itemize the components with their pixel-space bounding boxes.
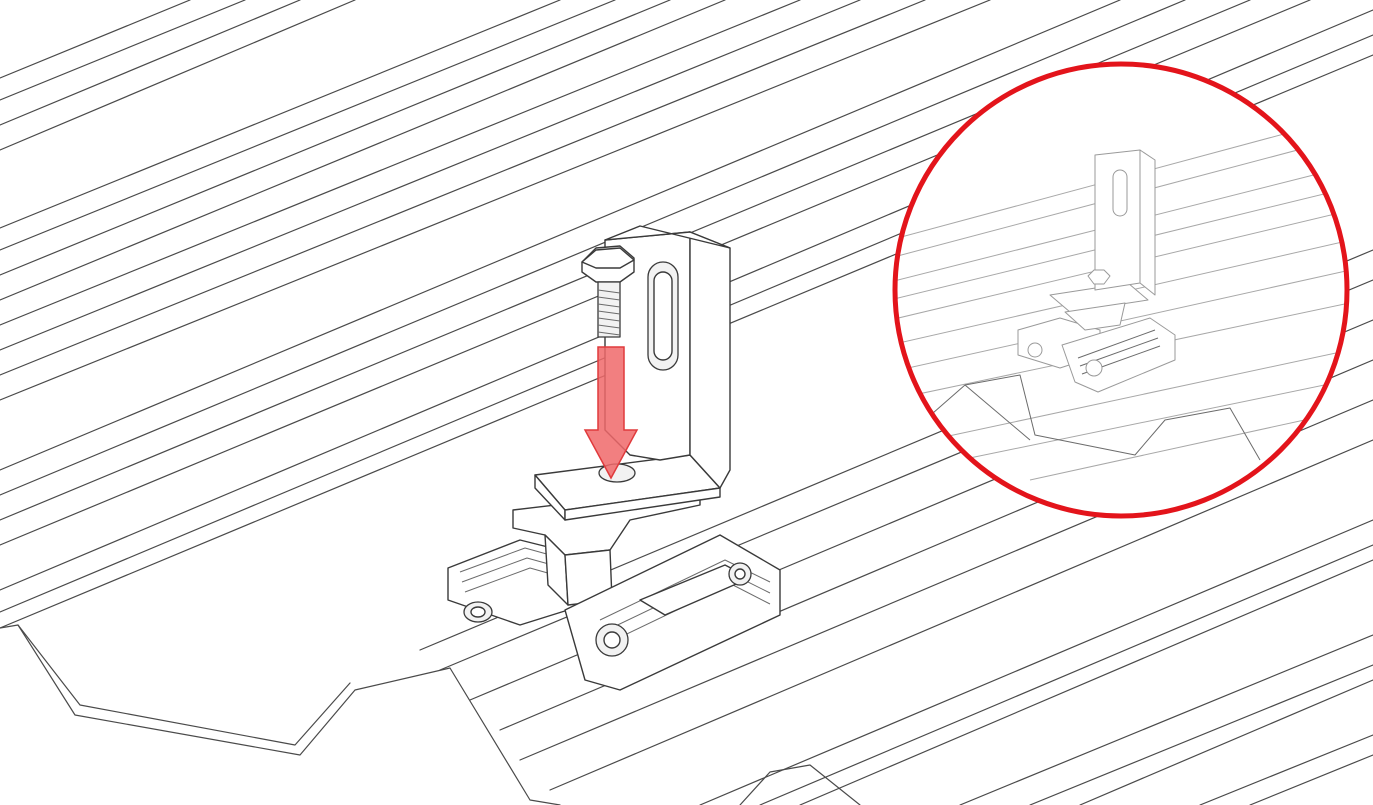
hex-bolt [581,245,635,338]
roof-sheet-profile [0,624,561,805]
detail-callout-scene [895,109,1347,481]
l-bracket-base [534,454,721,521]
roof-clamp-assembly [447,225,781,691]
detail-callout [892,61,1350,519]
l-bracket-upright [604,225,731,489]
down-arrow-icon [583,346,639,480]
zoom-circle-icon [892,61,1350,519]
right-clamp-jaw [564,534,781,691]
